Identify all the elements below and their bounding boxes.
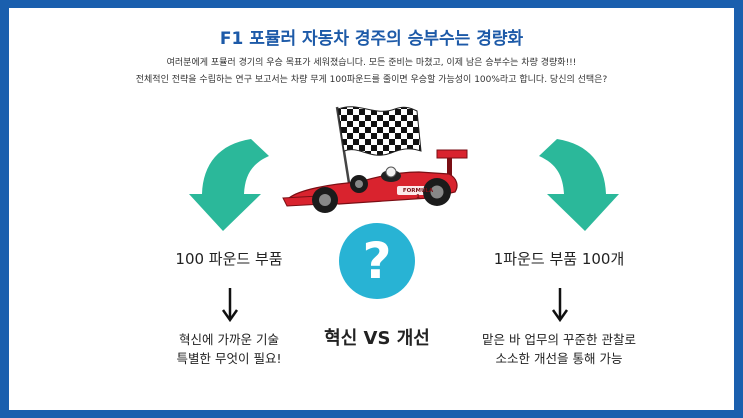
slide: F1 포뮬러 자동차 경주의 승부수는 경량화 여러분에게 포뮬러 경기의 우승… (9, 8, 734, 410)
question-mark: ? (362, 232, 392, 290)
race-car-icon (282, 149, 468, 213)
left-desc-line-1: 혁신에 가까운 기술 (179, 332, 279, 347)
versus-label: 혁신 VS 개선 (324, 328, 430, 349)
left-desc-line-2: 특별한 무엇이 필요! (176, 351, 282, 366)
subtitle-line-2: 전체적인 전략을 수립하는 연구 보고서는 차량 무게 100파운드를 줄이면 … (135, 75, 608, 85)
down-arrow-icon (551, 288, 569, 323)
right-description: 맡은 바 업무의 꾸준한 관찰로 소소한 개선을 통해 가능 (449, 330, 669, 368)
subtitle-line-1: 여러분에게 포뮬러 경기의 우승 목표가 세워졌습니다. 모든 준비는 마쳤고,… (166, 58, 577, 68)
car-badge: FORMULA 1 (402, 188, 434, 200)
curved-down-arrow-icon (539, 139, 619, 231)
question-circle: ? (339, 223, 415, 299)
checkered-flag-icon (335, 106, 422, 184)
curved-down-arrow-icon (189, 139, 269, 231)
down-arrow-icon (221, 288, 239, 323)
page-title: F1 포뮬러 자동차 경주의 승부수는 경량화 (219, 29, 524, 49)
left-heading: 100 파운드 부품 (175, 250, 283, 268)
right-desc-line-2: 소소한 개선을 통해 가능 (495, 351, 623, 366)
right-heading: 1파운드 부품 100개 (493, 250, 625, 268)
left-description: 혁신에 가까운 기술 특별한 무엇이 필요! (129, 330, 329, 368)
right-desc-line-1: 맡은 바 업무의 꾸준한 관찰로 (482, 332, 636, 347)
